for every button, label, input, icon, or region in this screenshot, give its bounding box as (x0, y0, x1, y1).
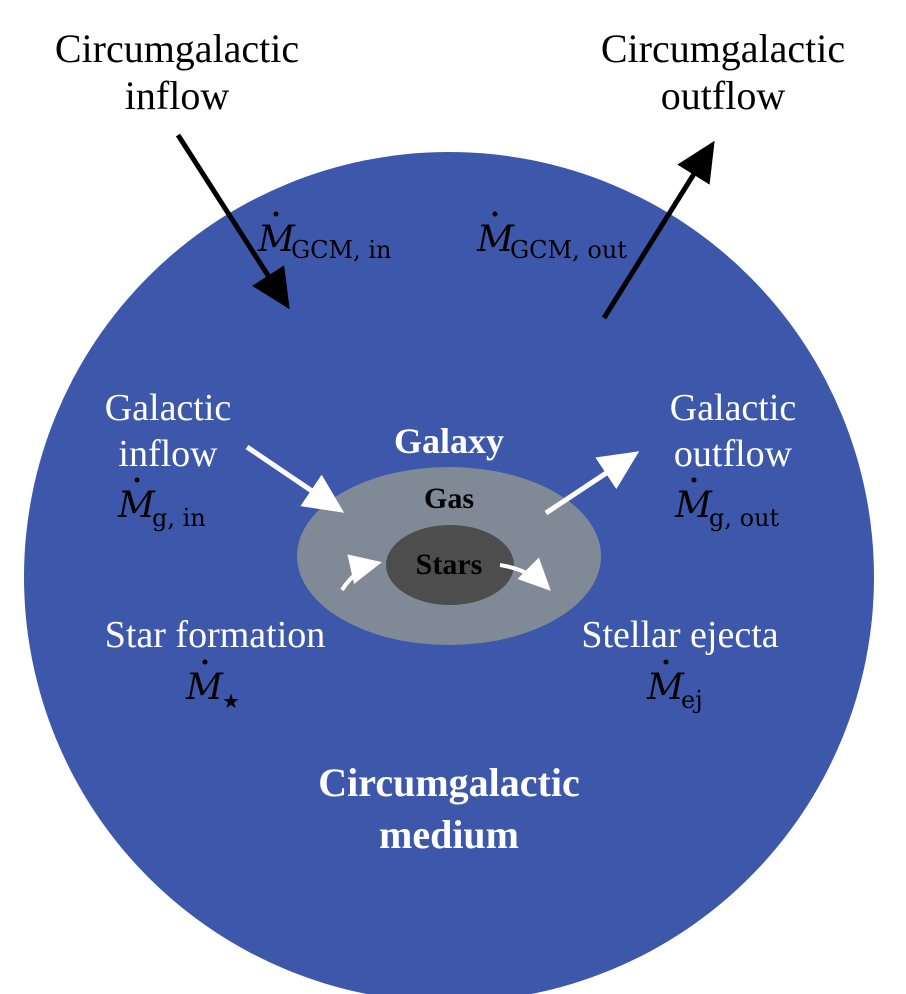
star-formation-rate-symbol: M (185, 667, 224, 708)
stellar-ejecta-label: Stellar ejecta (581, 614, 778, 656)
star-formation-arrow (340, 554, 382, 592)
cgm-outflow-label-line1: Circumgalactic (601, 26, 845, 71)
circumgalactic-outflow-arrow (601, 140, 715, 320)
cgm-inflow-label-line2: inflow (125, 73, 230, 118)
cgm-outflow-rate: M GCM, out (476, 211, 627, 264)
cgm-outflow-rate-dot (492, 211, 498, 217)
galactic-inflow-label-line1: Galactic (105, 387, 232, 429)
star-formation-rate-dot (202, 659, 208, 665)
cgm-inflow-rate-symbol: M (257, 219, 296, 260)
galactic-outflow-rate-subscript: g, out (709, 504, 780, 532)
galactic-inflow-rate-symbol: M (117, 485, 156, 526)
stellar-ejecta-rate-subscript: ej (681, 686, 703, 714)
galactic-inflow-arrow (245, 444, 345, 513)
stellar-ejecta-rate-dot (663, 659, 669, 665)
galactic-outflow-label-line2: outflow (674, 433, 793, 475)
galactic-outflow-rate-symbol: M (674, 485, 713, 526)
cgm-outflow-rate-symbol: M (476, 219, 515, 260)
galactic-inflow-rate-subscript: g, in (152, 504, 206, 532)
cgm-inflow-rate-subscript: GCM, in (291, 236, 392, 264)
stellar-ejecta-arrow (499, 557, 551, 591)
cgm-inflow-label-line1: Circumgalactic (55, 26, 299, 71)
stars-region (386, 525, 514, 605)
stellar-ejecta-rate: M ej (646, 659, 703, 714)
galactic-inflow-rate-dot (134, 477, 140, 483)
galactic-inflow-label-line2: inflow (118, 433, 218, 475)
cgm-inflow-rate-dot (273, 211, 279, 217)
cgm-inflow-rate: M GCM, in (257, 211, 392, 264)
cgm-outflow-rate-subscript: GCM, out (510, 236, 627, 264)
star-formation-label: Star formation (105, 614, 326, 656)
medium-label-line2: medium (379, 812, 519, 857)
stars-label: Stars (416, 548, 483, 581)
galactic-outflow-rate-dot (691, 477, 697, 483)
cgm-outflow-label-line2: outflow (661, 73, 786, 118)
medium-label-line1: Circumgalactic (318, 760, 579, 805)
galactic-outflow-rate: M g, out (674, 477, 780, 532)
gas-label: Gas (424, 482, 474, 515)
star-formation-rate: M ★ (185, 659, 240, 713)
galaxy-title: Galaxy (394, 421, 504, 461)
stellar-ejecta-rate-symbol: M (646, 667, 685, 708)
galactic-outflow-arrow (544, 451, 640, 516)
circumgalactic-inflow-arrow (175, 133, 290, 310)
galactic-inflow-rate: M g, in (117, 477, 206, 532)
galactic-outflow-label-line1: Galactic (670, 387, 797, 429)
star-formation-rate-subscript: ★ (222, 691, 240, 713)
